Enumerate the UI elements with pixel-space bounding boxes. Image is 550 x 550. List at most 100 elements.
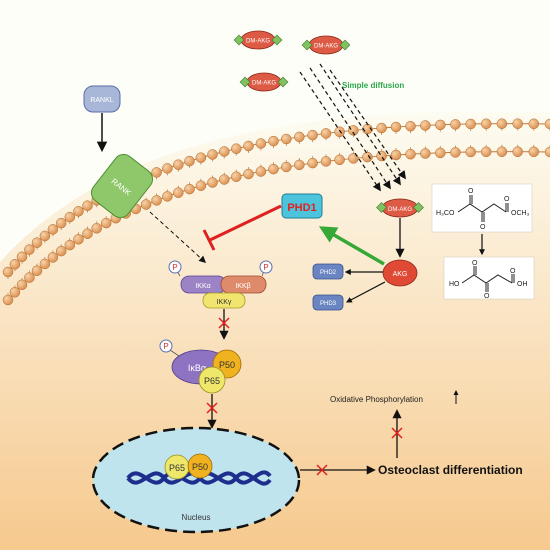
rank-receptor: RANK [90,153,154,219]
lipid-head [544,118,550,130]
svg-text:O: O [468,188,474,195]
lipid-head [195,180,207,191]
lipid-head [465,118,476,130]
lipid-head [219,174,230,185]
lipid-head [294,159,305,171]
lipid-head [207,149,218,160]
lipid-head [100,217,112,229]
ikka-phospho: P [168,260,182,277]
lipid-head [9,259,21,270]
akg-to-phd3-arrow [345,281,386,303]
lipid-head [268,135,279,147]
lipid-head [231,171,242,182]
lipid-head [151,195,162,206]
nucleus-label: Nucleus [182,513,211,522]
lipid-head [348,125,359,136]
lipid-head [231,143,242,154]
lipid-head [496,146,508,157]
lipid-head [16,279,28,291]
lipid-head [435,119,446,131]
lipid-head [528,146,540,158]
lipid-head [162,163,173,174]
lipid-head [16,251,28,263]
lipid-head [82,228,93,239]
lipid-head [151,167,162,178]
lipid-head [73,206,84,217]
svg-text:H₃CO: H₃CO [436,210,455,217]
svg-text:IKKγ: IKKγ [217,299,232,306]
lipid-head [320,156,332,167]
svg-text:IKKα: IKKα [195,283,210,290]
lipid-head [496,118,508,129]
svg-text:PHD1: PHD1 [287,202,316,214]
lipid-head [480,146,492,158]
phd1-inhibits-ikk [202,204,282,251]
lipid-head [243,168,254,180]
lipid-head [195,152,207,163]
block-mark-oxphos [391,427,403,439]
svg-text:O: O [472,260,478,267]
dmakg-structure: H₃CO OCH₃ O O O [431,183,533,233]
svg-text:OCH₃: OCH₃ [511,210,530,217]
dm-akg-molecule: DM-AKG [233,30,283,50]
oxphos-label: Oxidative Phosphorylation [330,395,423,404]
lipid-head [450,119,461,130]
dm-akg-label: DM-AKG [314,44,338,50]
lipid-head [390,149,402,161]
svg-text:O: O [504,196,510,203]
lipid-head [219,146,230,157]
lipid-head [320,128,332,139]
lipid-head [390,121,402,133]
svg-text:IKKβ: IKKβ [235,283,250,290]
ikba-phospho: P [159,339,180,357]
lipid-head [55,217,67,229]
svg-text:O: O [480,224,486,231]
svg-text:P: P [163,342,168,351]
ikkb-phospho: P [259,260,273,277]
lipid-head [420,120,431,131]
lipid-head [2,294,14,306]
svg-text:P65: P65 [204,376,220,386]
svg-text:O: O [510,268,516,275]
lipid-head [73,234,84,245]
lipid-head [512,118,523,129]
ikk-complex: IKKα IKKβ IKKγ [180,275,267,309]
lipid-head [376,150,387,162]
simple-diffusion-label: Simple diffusion [342,81,404,90]
lipid-head [207,177,218,188]
lipid-head [480,118,492,130]
phd1: PHD1 [281,193,323,219]
lipid-head [31,237,43,248]
lipid-head [362,151,373,163]
lipid-head [39,230,51,242]
lipid-head [376,122,387,134]
svg-text:P50: P50 [192,462,208,472]
lipid-head [255,138,267,149]
lipid-head [281,161,292,173]
ikba-nfkb-complex: IκBα P50 P65 [171,349,242,394]
lipid-head [2,266,14,278]
lipid-head [435,147,446,159]
phd2: PHD2 [312,263,344,280]
lipid-head [450,147,461,158]
svg-text:PHD2: PHD2 [320,270,337,276]
lipid-head [31,265,43,276]
lipid-head [64,211,76,223]
dm-akg-molecule: DM-AKG [239,72,289,92]
svg-text:RANKL: RANKL [90,97,113,104]
lipid-head [268,163,279,175]
phd3: PHD3 [312,294,344,311]
svg-text:DM-AKG: DM-AKG [388,207,412,213]
dm-akg-label: DM-AKG [246,39,270,45]
lipid-head [334,126,345,138]
svg-text:O: O [484,293,490,300]
diffusion-arrows [299,63,406,192]
lipid-head [420,148,431,159]
lipid-head [544,146,550,158]
lipid-head [39,258,51,270]
lipid-head [528,118,540,130]
lipid-head [294,131,305,143]
svg-text:P50: P50 [219,360,235,370]
lipid-head [82,200,93,211]
